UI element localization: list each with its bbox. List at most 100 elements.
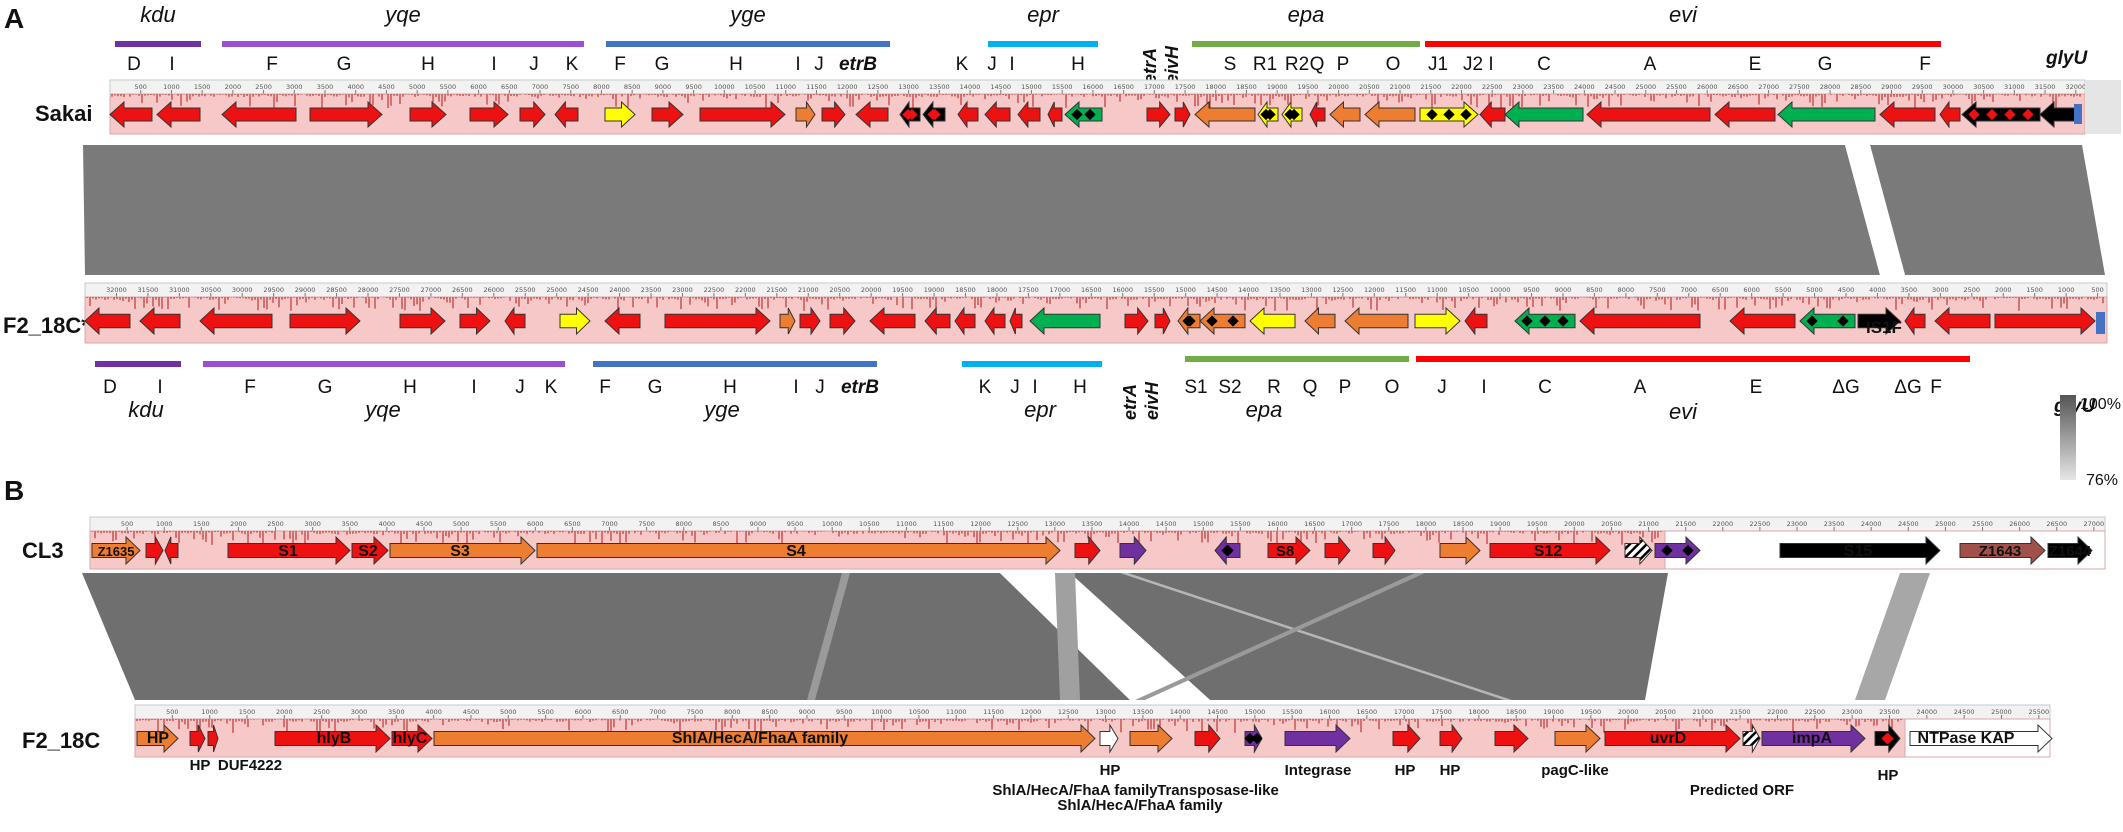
band-a-gap (1845, 145, 1905, 275)
gene-letter: I (793, 377, 798, 398)
group-label-yge-b: yge (702, 397, 739, 422)
ruler-tick-label: 24000 (1861, 520, 1882, 528)
cl3-gene (91, 535, 141, 566)
sakai-gene (221, 100, 297, 129)
group-label-yge: yge (728, 2, 765, 27)
ruler-tick-label: 6500 (501, 83, 518, 91)
ruler-tick-label: 4000 (347, 83, 364, 91)
f2b-gene-label: impA (1792, 730, 1832, 747)
cl3-gene (1267, 535, 1311, 566)
f2-gene (559, 306, 591, 336)
similarity-plot-f2 (86, 297, 2104, 311)
ruler-tick-label: 10500 (1458, 286, 1479, 294)
ruler-tick-label: 15000 (1193, 520, 1214, 528)
gene-letter: I (1009, 54, 1014, 75)
ruler-tick-label: 3000 (304, 520, 321, 528)
gene-letter: K (545, 377, 558, 398)
gene-letter: H (1071, 54, 1085, 75)
f2b-gene-marker (1882, 732, 1894, 745)
cl3-gene-label: S8 (1276, 543, 1294, 560)
ruler-tick-label: 5500 (537, 708, 554, 716)
ruler-tick-label: 10500 (909, 708, 930, 716)
ruler-tick-label: 4000 (1869, 286, 1886, 294)
gene-letter: R1 (1253, 54, 1277, 75)
ruler-tick-label: 1000 (201, 708, 218, 716)
f2b-gene (136, 723, 179, 754)
gene-letter: I (471, 377, 476, 398)
sakai-gene (821, 100, 846, 129)
ruler-tick-label: 28000 (1820, 83, 1841, 91)
ruler-tick-label: 8500 (624, 83, 641, 91)
ruler-tick-label: 15500 (1052, 83, 1073, 91)
gene-letter: A (1644, 54, 1657, 75)
gene-letter: D (127, 54, 141, 75)
f2-gene-marker (1837, 315, 1849, 327)
gene-letter: F (1919, 54, 1931, 75)
ruler-tick-label: 30000 (232, 286, 253, 294)
ruler-tick-label: 24000 (1916, 708, 1937, 716)
ruler-tick-label: 19500 (1527, 520, 1548, 528)
ruler-tick-label: 15000 (1245, 708, 1266, 716)
sakai-gene (1146, 100, 1171, 129)
ruler-tick-label: 25500 (2028, 708, 2049, 716)
ruler-tick-label: 16500 (1357, 708, 1378, 716)
ruler-tick-label: 1500 (2026, 286, 2043, 294)
gene-letter: etrB (841, 377, 879, 398)
f2b-gene (189, 724, 206, 753)
gene-letter: P (1337, 54, 1350, 75)
f2-gene (869, 306, 916, 336)
ruler-tick-label: 29000 (1881, 83, 1902, 91)
ruler-tick-label: 9000 (799, 708, 816, 716)
ruler-tick-label: 16000 (1267, 520, 1288, 528)
f2b-gene (1129, 723, 1173, 754)
gene-letter: F (1930, 377, 1942, 398)
group-line-epr (988, 41, 1098, 47)
ruler-tick-label: 25000 (1991, 708, 2012, 716)
band-b-strand-2 (807, 573, 850, 700)
ruler-tick-label: 25000 (546, 286, 567, 294)
group-line-epr-b (962, 361, 1102, 367)
ruler-tick-label: 1500 (193, 520, 210, 528)
sakai-gene (109, 100, 153, 129)
cl3-gene (1372, 535, 1396, 566)
ruler-tick-label: 29000 (295, 286, 316, 294)
ruler-tick-label: 28500 (1850, 83, 1871, 91)
band-b-hole (1000, 573, 1210, 700)
f2-gene (399, 306, 446, 336)
f2b-gene (1284, 723, 1351, 754)
glyU-marker-sakai (2074, 104, 2082, 124)
ruler-tick-label: 500 (121, 520, 133, 528)
ruler-tick-label: 17500 (1175, 83, 1196, 91)
group-label-epa-b: epa (1246, 397, 1283, 422)
ruler-tick-label: 30500 (200, 286, 221, 294)
gene-letter: J (1010, 377, 1020, 398)
cl3-gene (389, 535, 536, 566)
f2b-gene-below-label: HP (190, 757, 211, 774)
ruler-tick-label: 4500 (1838, 286, 1855, 294)
ruler-tick-label: 20500 (829, 286, 850, 294)
ruler-tick-label: 25500 (515, 286, 536, 294)
sakai-gene (1504, 100, 1584, 129)
cl3-gene (1489, 535, 1611, 566)
f2-gene (504, 306, 526, 336)
gene-letter: J (1437, 377, 1447, 398)
similarity-plot-sakai (111, 94, 2081, 108)
gene-letter: S1 (1184, 377, 1207, 398)
cl3-gene (1654, 535, 1701, 566)
cl3-gene-label: Z1644 (2049, 543, 2092, 560)
f2b-gene (1742, 723, 1761, 754)
f2-gene-marker (1557, 315, 1569, 327)
ruler-tick-label: 17500 (1378, 520, 1399, 528)
group-line-yqe-b (203, 361, 565, 367)
ruler-tick-label: 26500 (1728, 83, 1749, 91)
ruler-tick-label: 14500 (1207, 708, 1228, 716)
f2b-gene (1604, 723, 1741, 754)
sakai-gene (1309, 101, 1326, 128)
ruler-tick-label: 14500 (1207, 286, 1228, 294)
gene-letter: R (1267, 377, 1281, 398)
ruler-tick-label: 7500 (1649, 286, 1666, 294)
sakai-gene (1364, 100, 1416, 129)
group-line-kdu-b (95, 361, 181, 367)
f2-gene (1414, 306, 1461, 336)
